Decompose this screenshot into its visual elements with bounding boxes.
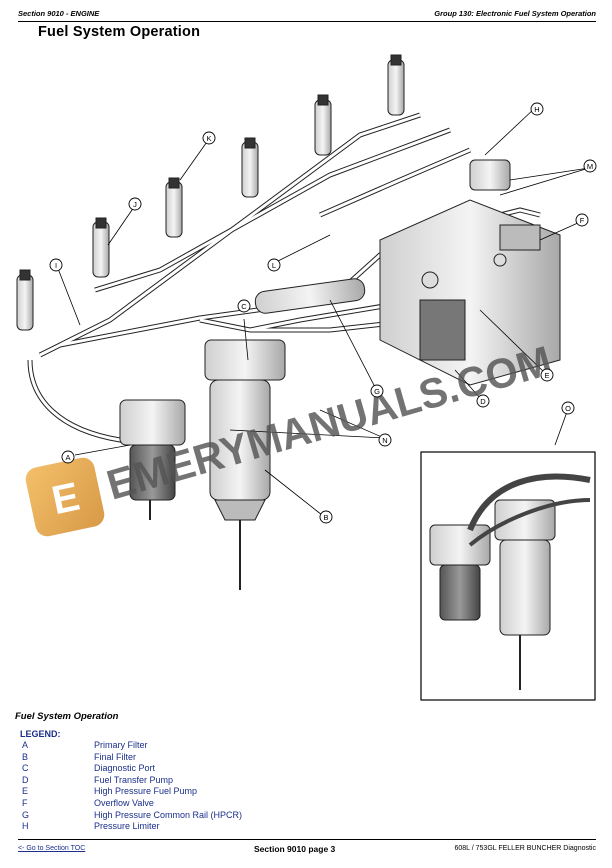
legend-list: A Primary Filter B Final Filter C Diagno… [22,740,322,833]
callout-letter: D [480,397,486,406]
callout-n: N [378,433,392,447]
callout-letter: I [55,261,57,270]
legend-desc: Pressure Limiter [94,821,160,832]
legend-desc: Fuel Transfer Pump [94,774,174,785]
footer-divider [18,839,596,840]
legend-item: B Final Filter [22,752,322,764]
legend-key: F [22,797,28,808]
callout-c: C [237,299,251,313]
legend-desc: Primary Filter [94,740,148,750]
callout-h: H [530,102,544,116]
callout-circle [128,197,142,211]
callout-i: I [49,258,63,272]
callout-circle [575,213,589,227]
callout-d: D [476,394,490,408]
legend-key: B [22,751,29,762]
callout-letter: L [272,261,276,270]
callout-letter: M [587,162,593,171]
legend-item: E High Pressure Fuel Pump [22,786,322,798]
callout-f: F [575,213,589,227]
legend-key: D [22,774,29,785]
page-title: Fuel System Operation [38,24,201,40]
legend-desc: Overflow Valve [94,797,154,808]
callout-circle [561,401,575,415]
callout-k: K [202,131,216,145]
callout-e: E [540,368,554,382]
fuel-injectors [16,54,405,331]
legend-desc: High Pressure Fuel Pump [94,786,198,797]
legend-desc: Diagnostic Port [94,763,156,774]
callout-letter: K [206,134,211,143]
callout-g: G [370,384,384,398]
legend-heading: LEGEND: [20,729,61,739]
callout-letter: B [323,513,328,522]
callout-letter: E [544,371,549,380]
legend-item: D Fuel Transfer Pump [22,775,322,787]
legend-item: A Primary Filter [22,740,322,752]
figure-caption: Fuel System Operation [15,711,119,722]
legend-key: E [22,786,29,797]
callout-circle [530,102,544,116]
legend-desc: High Pressure Common Rail (HPCR) [94,809,243,820]
legend-key: G [22,809,30,820]
callout-labels: A B C D E F G H I J K L M N O [49,102,597,524]
callout-circle [583,159,597,173]
callout-circle [540,368,554,382]
callout-letter: C [241,302,247,311]
callout-circle [202,131,216,145]
go-to-section-toc-link[interactable]: <- Go to Section TOC [18,845,86,852]
callout-l: L [267,258,281,272]
legend-item: F Overflow Valve [22,798,322,810]
model-name: 608L / 753GL FELLER BUNCHER Diagnostic [454,845,597,852]
callout-b: B [319,510,333,524]
callout-letter: N [382,436,387,445]
callout-m: M [583,159,597,173]
legend-item: H Pressure Limiter [22,821,322,833]
callout-circle [476,394,490,408]
callout-leaders [56,107,590,516]
callout-letter: H [534,105,539,114]
header-group: Group 130: Electronic Fuel System Operat… [434,9,596,18]
callout-circle [49,258,63,272]
callout-circle [319,510,333,524]
legend-key: C [22,763,29,774]
callout-circle [267,258,281,272]
high-pressure-pump [379,159,561,386]
engine-drawing [16,54,596,701]
page-footer: <- Go to Section TOC Section 9010 page 3… [18,844,596,858]
final-filter [204,339,286,590]
callout-circle [61,450,75,464]
legend-item: C Diagnostic Port [22,763,322,775]
legend-item: G High Pressure Common Rail (HPCR) [22,810,322,822]
page-header: Section 9010 - ENGINE Group 130: Electro… [18,7,596,22]
callout-j: J [128,197,142,211]
header-section: Section 9010 - ENGINE [18,9,100,18]
callout-letter: O [565,404,571,413]
primary-filter [119,399,186,520]
legend-desc: Final Filter [94,751,137,762]
callout-circle [378,433,392,447]
callout-letter: J [133,200,137,209]
callout-letter: A [65,453,70,462]
inset-detail [420,451,596,701]
page-number: Section 9010 page 3 [254,844,336,854]
callout-a: A [61,450,75,464]
callout-o: O [561,401,575,415]
callout-letter: G [374,387,380,396]
callout-circle [237,299,251,313]
callout-letter: F [580,216,585,225]
callout-circle [370,384,384,398]
legend-key: H [22,821,29,832]
legend-key: A [22,740,29,750]
